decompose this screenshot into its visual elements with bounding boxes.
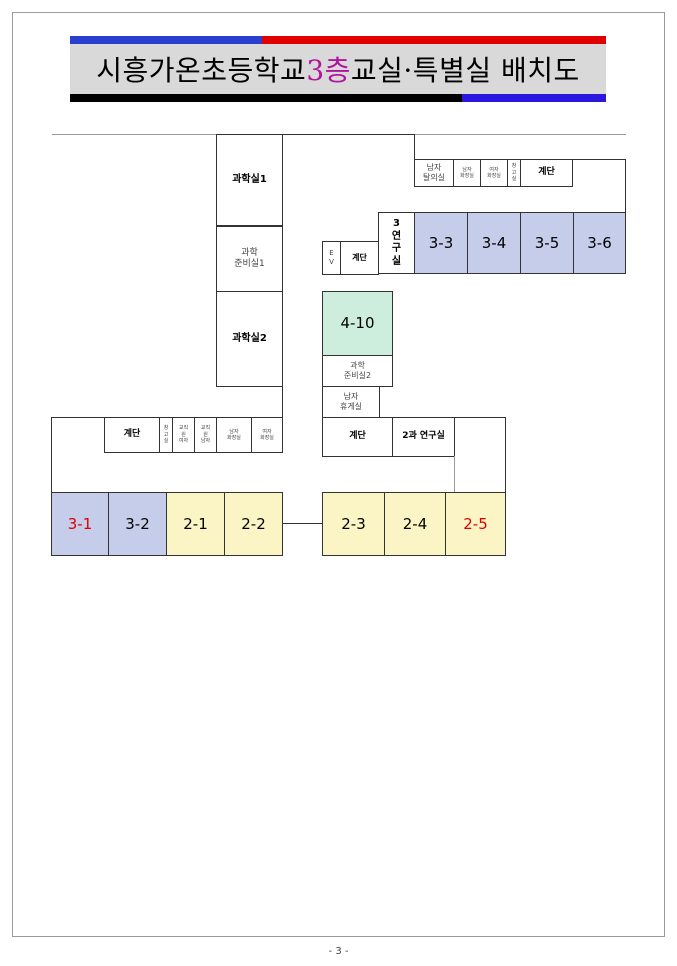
room-science-2: 과학실2 bbox=[216, 291, 283, 387]
room-stairs-left: 계단 bbox=[104, 417, 160, 453]
title-bottom-bar-black bbox=[70, 94, 462, 102]
corridor-divider bbox=[454, 456, 455, 493]
room-3-1: 3-1 bbox=[51, 492, 109, 556]
page-border bbox=[12, 12, 665, 937]
room-stairs-mid: 계단 bbox=[322, 417, 393, 457]
room-3-6: 3-6 bbox=[573, 212, 626, 274]
room-science-1: 과학실1 bbox=[216, 134, 283, 226]
room-4-10: 4-10 bbox=[322, 291, 393, 356]
room-3-4: 3-4 bbox=[467, 212, 521, 274]
room-male-restroom-right: 남자 화장실 bbox=[453, 159, 481, 187]
room-male-restroom-left: 남자 화장실 bbox=[216, 417, 252, 453]
room-2-3: 2-3 bbox=[322, 492, 385, 556]
room-research-2: 2과 연구실 bbox=[392, 417, 455, 457]
corridor-wall-lower bbox=[282, 386, 283, 418]
corridor-top-wall bbox=[282, 134, 415, 135]
utility-row-right-wall bbox=[625, 159, 626, 214]
room-3-2: 3-2 bbox=[108, 492, 167, 556]
room-3-5: 3-5 bbox=[520, 212, 574, 274]
title-top-bar-red bbox=[262, 36, 606, 44]
title-top-bar-blue bbox=[70, 36, 262, 44]
room-science-prep-2: 과학 준비실2 bbox=[322, 355, 393, 387]
room-storage-right: 창 고 실 bbox=[507, 159, 521, 187]
right-row-top-wall bbox=[454, 417, 506, 418]
title-background bbox=[70, 44, 606, 94]
page-number: - 3 - bbox=[328, 946, 349, 957]
room-female-restroom-right: 여자 화장실 bbox=[480, 159, 508, 187]
room-2-2: 2-2 bbox=[224, 492, 283, 556]
room-staff-female: 교직 원 여자 bbox=[172, 417, 195, 453]
room-male-lounge: 남자 휴게실 bbox=[322, 386, 380, 418]
page-title: 시흥가온초등학교 3층 교실·특별실 배치도 bbox=[70, 44, 606, 94]
room-staff-male: 교직 원 남자 bbox=[194, 417, 217, 453]
title-prefix: 시흥가온초등학교 bbox=[96, 54, 307, 87]
room-stairs-ev: 계단 bbox=[340, 241, 379, 275]
room-2-1: 2-1 bbox=[166, 492, 225, 556]
room-science-prep-1: 과학 준비실1 bbox=[216, 226, 283, 292]
room-research-3: 3 연 구 실 bbox=[378, 212, 415, 274]
room-2-5: 2-5 bbox=[445, 492, 506, 556]
title-bottom-bar-blue bbox=[462, 94, 606, 102]
connecting-passage bbox=[283, 523, 322, 524]
room-female-restroom-left: 여자 화장실 bbox=[251, 417, 283, 453]
elevator: E V bbox=[322, 241, 341, 275]
title-suffix: 교실·특별실 배치도 bbox=[350, 54, 580, 87]
right-row-right-wall bbox=[505, 417, 506, 493]
corridor-top-end bbox=[414, 134, 415, 160]
room-storage-left: 창 고 실 bbox=[159, 417, 173, 453]
room-male-changing: 남자 탈의실 bbox=[414, 159, 454, 187]
room-2-4: 2-4 bbox=[384, 492, 446, 556]
room-stairs-right: 계단 bbox=[520, 159, 573, 187]
room-3-3: 3-3 bbox=[414, 212, 468, 274]
title-floor: 3층 bbox=[306, 54, 351, 87]
left-row-left-wall bbox=[51, 417, 52, 493]
